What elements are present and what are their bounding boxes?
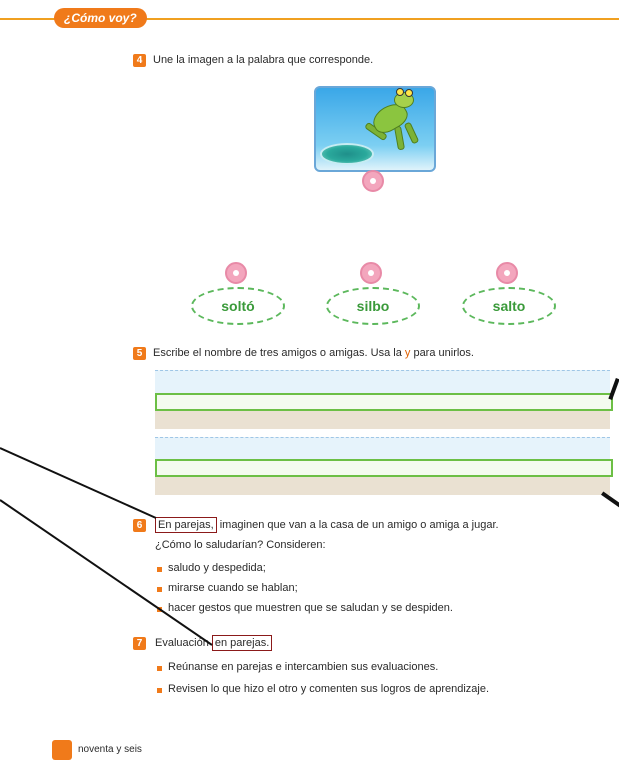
word-option-1[interactable]: soltó xyxy=(191,287,285,325)
annotation-box-en-parejas: En parejas, xyxy=(155,517,217,533)
question-6-bullet-1: saludo y despedida; xyxy=(168,562,266,574)
annotation-box-en-parejas-2: en parejas. xyxy=(211,635,273,651)
question-6-line-2: ¿Cómo lo saludarían? Consideren: xyxy=(155,539,326,551)
question-number-7: 7 xyxy=(133,637,146,650)
word-connector-peg-3[interactable] xyxy=(496,262,518,284)
section-title-tab: ¿Cómo voy? xyxy=(54,8,147,28)
picture-connector-peg[interactable] xyxy=(362,170,384,192)
page-number-badge xyxy=(52,740,72,760)
word-connector-peg-2[interactable] xyxy=(360,262,382,284)
question-7-bullet-1: Reúnanse en parejas e intercambien sus e… xyxy=(168,661,439,673)
page-number-text: noventa y seis xyxy=(78,744,142,755)
writing-line-2-bottom xyxy=(155,477,610,495)
annotation-line-1 xyxy=(0,447,157,519)
question-7-bullet-2: Revisen lo que hizo el otro y comenten s… xyxy=(168,683,490,695)
bullet-icon xyxy=(157,688,162,693)
bullet-icon xyxy=(157,587,162,592)
question-number-6: 6 xyxy=(133,519,146,532)
question-number-5: 5 xyxy=(133,347,146,360)
question-4-text: Une la imagen a la palabra que correspon… xyxy=(153,54,374,66)
frog-eye-icon xyxy=(405,89,413,97)
header-rule xyxy=(0,18,619,20)
bullet-icon xyxy=(157,567,162,572)
writing-line-1-input[interactable] xyxy=(155,393,613,411)
frog-eye-icon xyxy=(396,88,404,96)
word-option-3[interactable]: salto xyxy=(462,287,556,325)
question-6-bullet-3: hacer gestos que muestren que se saludan… xyxy=(168,602,453,614)
bullet-icon xyxy=(157,666,162,671)
question-6-bullet-2: mirarse cuando se hablan; xyxy=(168,582,298,594)
question-5-text: Escribe el nombre de tres amigos o amiga… xyxy=(153,347,474,359)
question-6-line-1: En parejas, imaginen que van a la casa d… xyxy=(155,517,499,533)
word-option-2[interactable]: silbo xyxy=(326,287,420,325)
question-number-4: 4 xyxy=(133,54,146,67)
writing-line-1-bottom xyxy=(155,411,610,429)
annotation-line-2 xyxy=(0,499,213,646)
writing-line-1-top xyxy=(155,370,610,394)
writing-line-2-input[interactable] xyxy=(155,459,613,477)
pond-shape xyxy=(320,143,374,165)
word-connector-peg-1[interactable] xyxy=(225,262,247,284)
